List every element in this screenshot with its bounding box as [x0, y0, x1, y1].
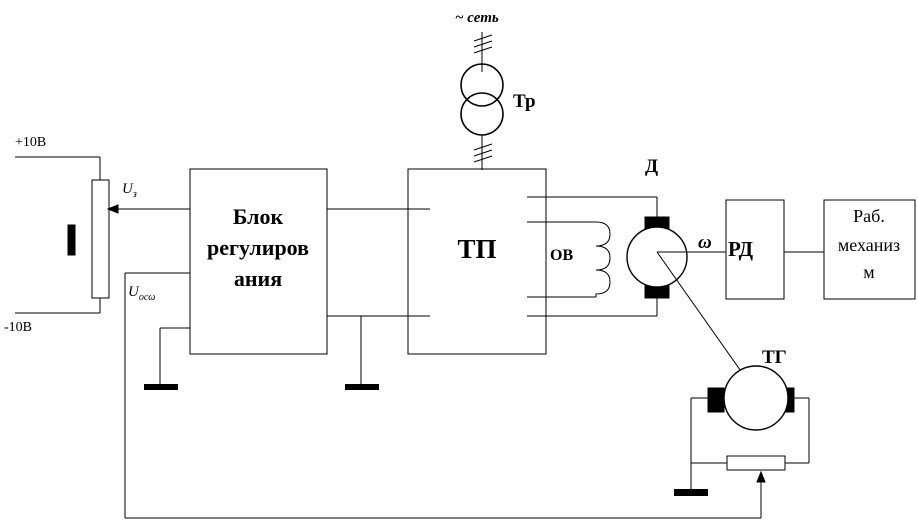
field-winding	[546, 221, 611, 298]
feedback-line	[124, 272, 766, 519]
setpoint-potentiometer	[15, 156, 110, 314]
network-label: ~ сеть	[455, 10, 499, 26]
motor-label: Д	[645, 156, 658, 177]
setpoint-wiper	[106, 204, 190, 214]
mechanism-label-line1: Раб.	[853, 206, 885, 226]
mechanism-block	[823, 199, 916, 300]
field-winding-label: ОВ	[550, 247, 573, 264]
mechanism-label-line3: м	[863, 262, 874, 282]
control-block	[189, 168, 328, 355]
mechanism-label-line2: механиз	[838, 235, 900, 255]
omega-label: ω	[698, 232, 712, 253]
setpoint-voltage-label: Uз	[122, 181, 137, 200]
gearbox-label: РД	[728, 237, 754, 261]
transformer-label: Тр	[513, 91, 536, 112]
gearbox-block	[725, 199, 785, 300]
network-connection	[473, 32, 493, 72]
transformer-secondary	[473, 135, 493, 170]
converter-block	[407, 168, 547, 355]
tachogenerator-symbol	[707, 365, 795, 431]
converter-label: ТП	[457, 234, 496, 264]
plus-supply-label: +10В	[15, 135, 46, 150]
tachogenerator-label: ТГ	[762, 347, 787, 368]
motor-symbol	[626, 216, 688, 299]
tachogenerator-circuit	[674, 397, 810, 496]
control-block-label-line1: Блок	[233, 204, 284, 229]
control-block-label-line3: ания	[234, 266, 282, 291]
transformer-symbol	[460, 63, 504, 136]
control-block-grounds	[144, 208, 408, 390]
control-block-label-line2: регулиров	[207, 235, 309, 260]
feedback-voltage-label: Uосω	[128, 284, 155, 303]
motor-wiring	[546, 196, 658, 317]
converter-internal-leads	[408, 196, 546, 317]
minus-supply-label: -10В	[4, 320, 32, 335]
